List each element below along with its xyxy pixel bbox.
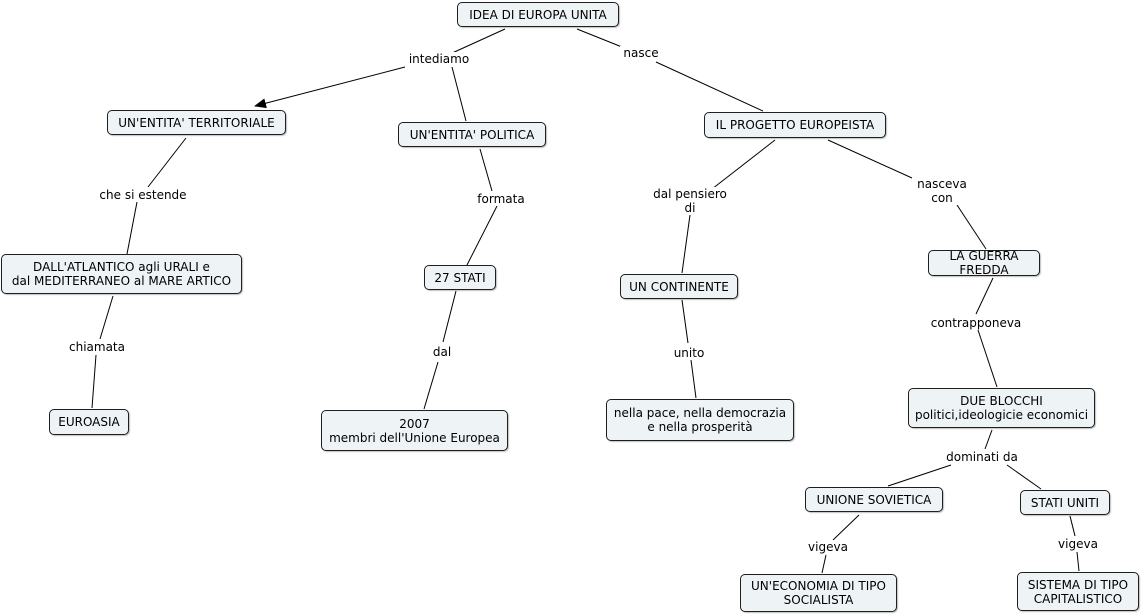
line-dal-2007 (423, 361, 439, 410)
line-usa-vigeva (1069, 515, 1076, 537)
concept-economia-socialista[interactable]: UN'ECONOMIA DI TIPO SOCIALISTA (740, 574, 897, 612)
line-nasceva-guerra (956, 204, 987, 250)
link-label-dal: dal (428, 345, 456, 359)
line-idea-nasce (576, 28, 623, 48)
line-continente-unito (681, 299, 689, 344)
line-pensiero-continente (681, 214, 691, 274)
line-atlantico-chiamata (99, 295, 114, 340)
concept-entita-territoriale[interactable]: UN'ENTITA' TERRITORIALE (107, 110, 286, 135)
line-blocchi-dominati (984, 429, 993, 450)
line-unito-pace (690, 359, 697, 399)
link-label-chiamata: chiamata (64, 340, 130, 354)
link-label-che-si-estende: che si estende (96, 188, 190, 202)
concept-un-continente[interactable]: UN CONTINENTE (620, 274, 738, 299)
link-label-unito: unito (670, 346, 708, 360)
line-stati-dal (442, 290, 457, 343)
concept-due-blocchi[interactable]: DUE BLOCCHI politici,ideologicie economi… (908, 388, 1095, 428)
concept-atlantico-urali[interactable]: DALL'ATLANTICO agli URALI e dal MEDITERR… (1, 254, 242, 294)
link-label-nasceva-con: nasceva con (912, 177, 972, 205)
line-politica-formata (479, 148, 493, 192)
link-label-formata: formata (474, 192, 528, 206)
line-territoriale-estende (147, 137, 187, 188)
link-label-nasce: nasce (620, 46, 662, 60)
line-progetto-pensiero (711, 139, 776, 190)
line-estende-atlantico (126, 201, 138, 255)
line-progetto-nasceva (827, 139, 913, 179)
concept-2007-membri[interactable]: 2007 membri dell'Unione Europea (321, 410, 508, 451)
line-formata-stati (466, 205, 498, 266)
concept-27-stati[interactable]: 27 STATI (424, 265, 496, 290)
concept-stati-uniti[interactable]: STATI UNITI (1020, 490, 1110, 515)
line-intediamo-territoriale (254, 66, 406, 109)
link-label-intediamo: intediamo (406, 52, 472, 66)
line-contrapponeva-blocchi (977, 329, 998, 388)
concept-unione-sovietica[interactable]: UNIONE SOVIETICA (805, 487, 943, 512)
link-label-vigeva-usa: vigeva (1054, 537, 1102, 551)
concept-euroasia[interactable]: EUROASIA (49, 409, 129, 435)
line-dominati-usa (1006, 464, 1042, 490)
link-label-dominati-da: dominati da (941, 450, 1023, 464)
line-urss-vigeva (832, 514, 860, 541)
line-vigeva-capitalistico (1076, 551, 1080, 572)
link-label-contrapponeva: contrapponeva (926, 316, 1026, 330)
line-idea-intediamo (449, 28, 506, 55)
line-nasce-progetto (655, 61, 764, 112)
line-guerra-contrapponeva (975, 277, 994, 315)
concept-pace-democrazia[interactable]: nella pace, nella democrazia e nella pro… (606, 399, 794, 441)
concept-idea-di-europa-unita[interactable]: IDEA DI EUROPA UNITA (457, 2, 619, 27)
concept-guerra-fredda[interactable]: LA GUERRA FREDDA (928, 249, 1040, 277)
line-vigeva-socialista (821, 554, 827, 574)
link-label-vigeva-urss: vigeva (804, 540, 852, 554)
line-intediamo-politica (451, 66, 467, 122)
line-chiamata-euroasia (91, 354, 97, 409)
concept-progetto-europeista[interactable]: IL PROGETTO EUROPEISTA (704, 112, 886, 138)
concept-sistema-capitalistico[interactable]: SISTEMA DI TIPO CAPITALISTICO (1017, 572, 1139, 611)
line-dominati-urss (887, 464, 952, 487)
link-label-dal-pensiero-di: dal pensiero di (650, 187, 730, 215)
concept-entita-politica[interactable]: UN'ENTITA' POLITICA (398, 122, 546, 147)
